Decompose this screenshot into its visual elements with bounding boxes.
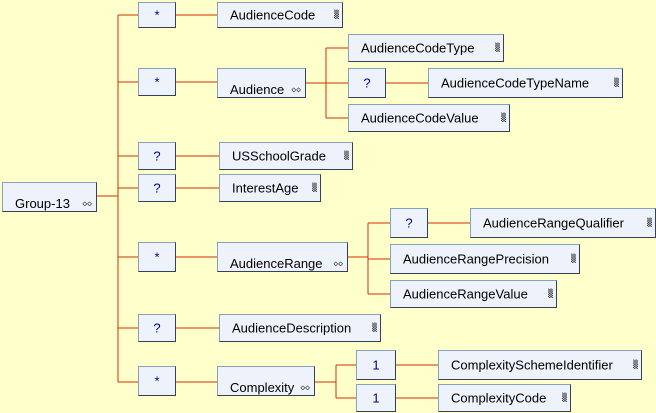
- node-label: AudienceRange: [230, 256, 323, 271]
- node-label: AudienceCodeType: [361, 40, 475, 56]
- cardinality-badge: ?: [138, 314, 176, 342]
- cardinality-badge: ?: [348, 68, 386, 98]
- cardinality-badge: *: [138, 68, 176, 96]
- element-node-audience-description[interactable]: AudienceDescription ▒: [219, 314, 381, 342]
- node-label: AudienceCodeValue: [361, 110, 479, 126]
- node-label: Group-13: [15, 196, 70, 211]
- cardinality-badge: ?: [138, 174, 176, 202]
- element-icon: ▒: [562, 393, 567, 402]
- cardinality-badge: 1: [356, 350, 396, 380]
- element-node-audience-range-value[interactable]: AudienceRangeValue ▒: [390, 280, 557, 308]
- sequence-icon: ◇◇: [300, 383, 310, 392]
- element-icon: ▒: [372, 323, 377, 332]
- node-label: AudienceRangeQualifier: [483, 215, 624, 231]
- element-icon: ▒: [312, 183, 317, 192]
- element-node-audience-range[interactable]: AudienceRange ◇◇: [217, 242, 348, 272]
- node-label: AudienceCodeTypeName: [441, 75, 590, 91]
- node-label: AudienceDescription: [232, 320, 352, 336]
- element-node-audience-range-qualifier[interactable]: AudienceRangeQualifier ▒: [470, 208, 656, 238]
- element-node-audience-code-value[interactable]: AudienceCodeValue ▒: [348, 104, 510, 132]
- node-label: InterestAge: [232, 180, 299, 196]
- node-label: USSchoolGrade: [232, 148, 326, 164]
- sequence-icon: ◇◇: [82, 199, 92, 208]
- element-node-audience-code-type-name[interactable]: AudienceCodeTypeName ▒: [428, 68, 623, 98]
- element-icon: ▒: [501, 113, 506, 122]
- element-node-complexity[interactable]: Complexity ◇◇: [217, 366, 315, 396]
- element-node-interest-age[interactable]: InterestAge ▒: [219, 174, 321, 202]
- node-label: AudienceRangeValue: [403, 286, 528, 302]
- element-node-audience-code-type[interactable]: AudienceCodeType ▒: [348, 34, 504, 62]
- element-icon: ▒: [647, 218, 652, 227]
- node-label: AudienceRangePrecision: [403, 251, 549, 267]
- element-icon: ▒: [548, 289, 553, 298]
- sequence-icon: ◇◇: [291, 85, 301, 94]
- cardinality-badge: 1: [356, 384, 396, 412]
- node-label: Complexity: [230, 380, 295, 395]
- element-node-complexity-code[interactable]: ComplexityCode ▒: [438, 384, 571, 412]
- cardinality-badge: ?: [138, 142, 176, 170]
- sequence-icon: ◇◇: [333, 259, 343, 268]
- cardinality-badge: ?: [390, 208, 428, 238]
- cardinality-badge: *: [138, 366, 176, 396]
- node-label: ComplexityCode: [451, 390, 547, 406]
- element-icon: ▒: [495, 43, 500, 52]
- node-label: ComplexitySchemeIdentifier: [451, 357, 613, 373]
- element-node-audience[interactable]: Audience ◇◇: [217, 68, 306, 98]
- element-icon: ▒: [571, 254, 576, 263]
- element-icon: ▒: [344, 151, 349, 160]
- element-node-complexity-scheme-identifier[interactable]: ComplexitySchemeIdentifier ▒: [438, 350, 642, 380]
- cardinality-badge: *: [138, 242, 176, 272]
- node-label: Audience: [230, 82, 285, 97]
- element-icon: ▒: [334, 10, 339, 19]
- node-label: AudienceCode: [230, 7, 316, 23]
- element-node-audience-code[interactable]: AudienceCode ▒: [217, 2, 343, 28]
- element-icon: ▒: [614, 78, 619, 87]
- element-node-audience-range-precision[interactable]: AudienceRangePrecision ▒: [390, 244, 580, 274]
- element-icon: ▒: [633, 360, 638, 369]
- cardinality-badge: *: [138, 2, 176, 28]
- element-node-us-school-grade[interactable]: USSchoolGrade ▒: [219, 142, 353, 170]
- root-group-node[interactable]: Group-13 ◇◇: [2, 182, 97, 212]
